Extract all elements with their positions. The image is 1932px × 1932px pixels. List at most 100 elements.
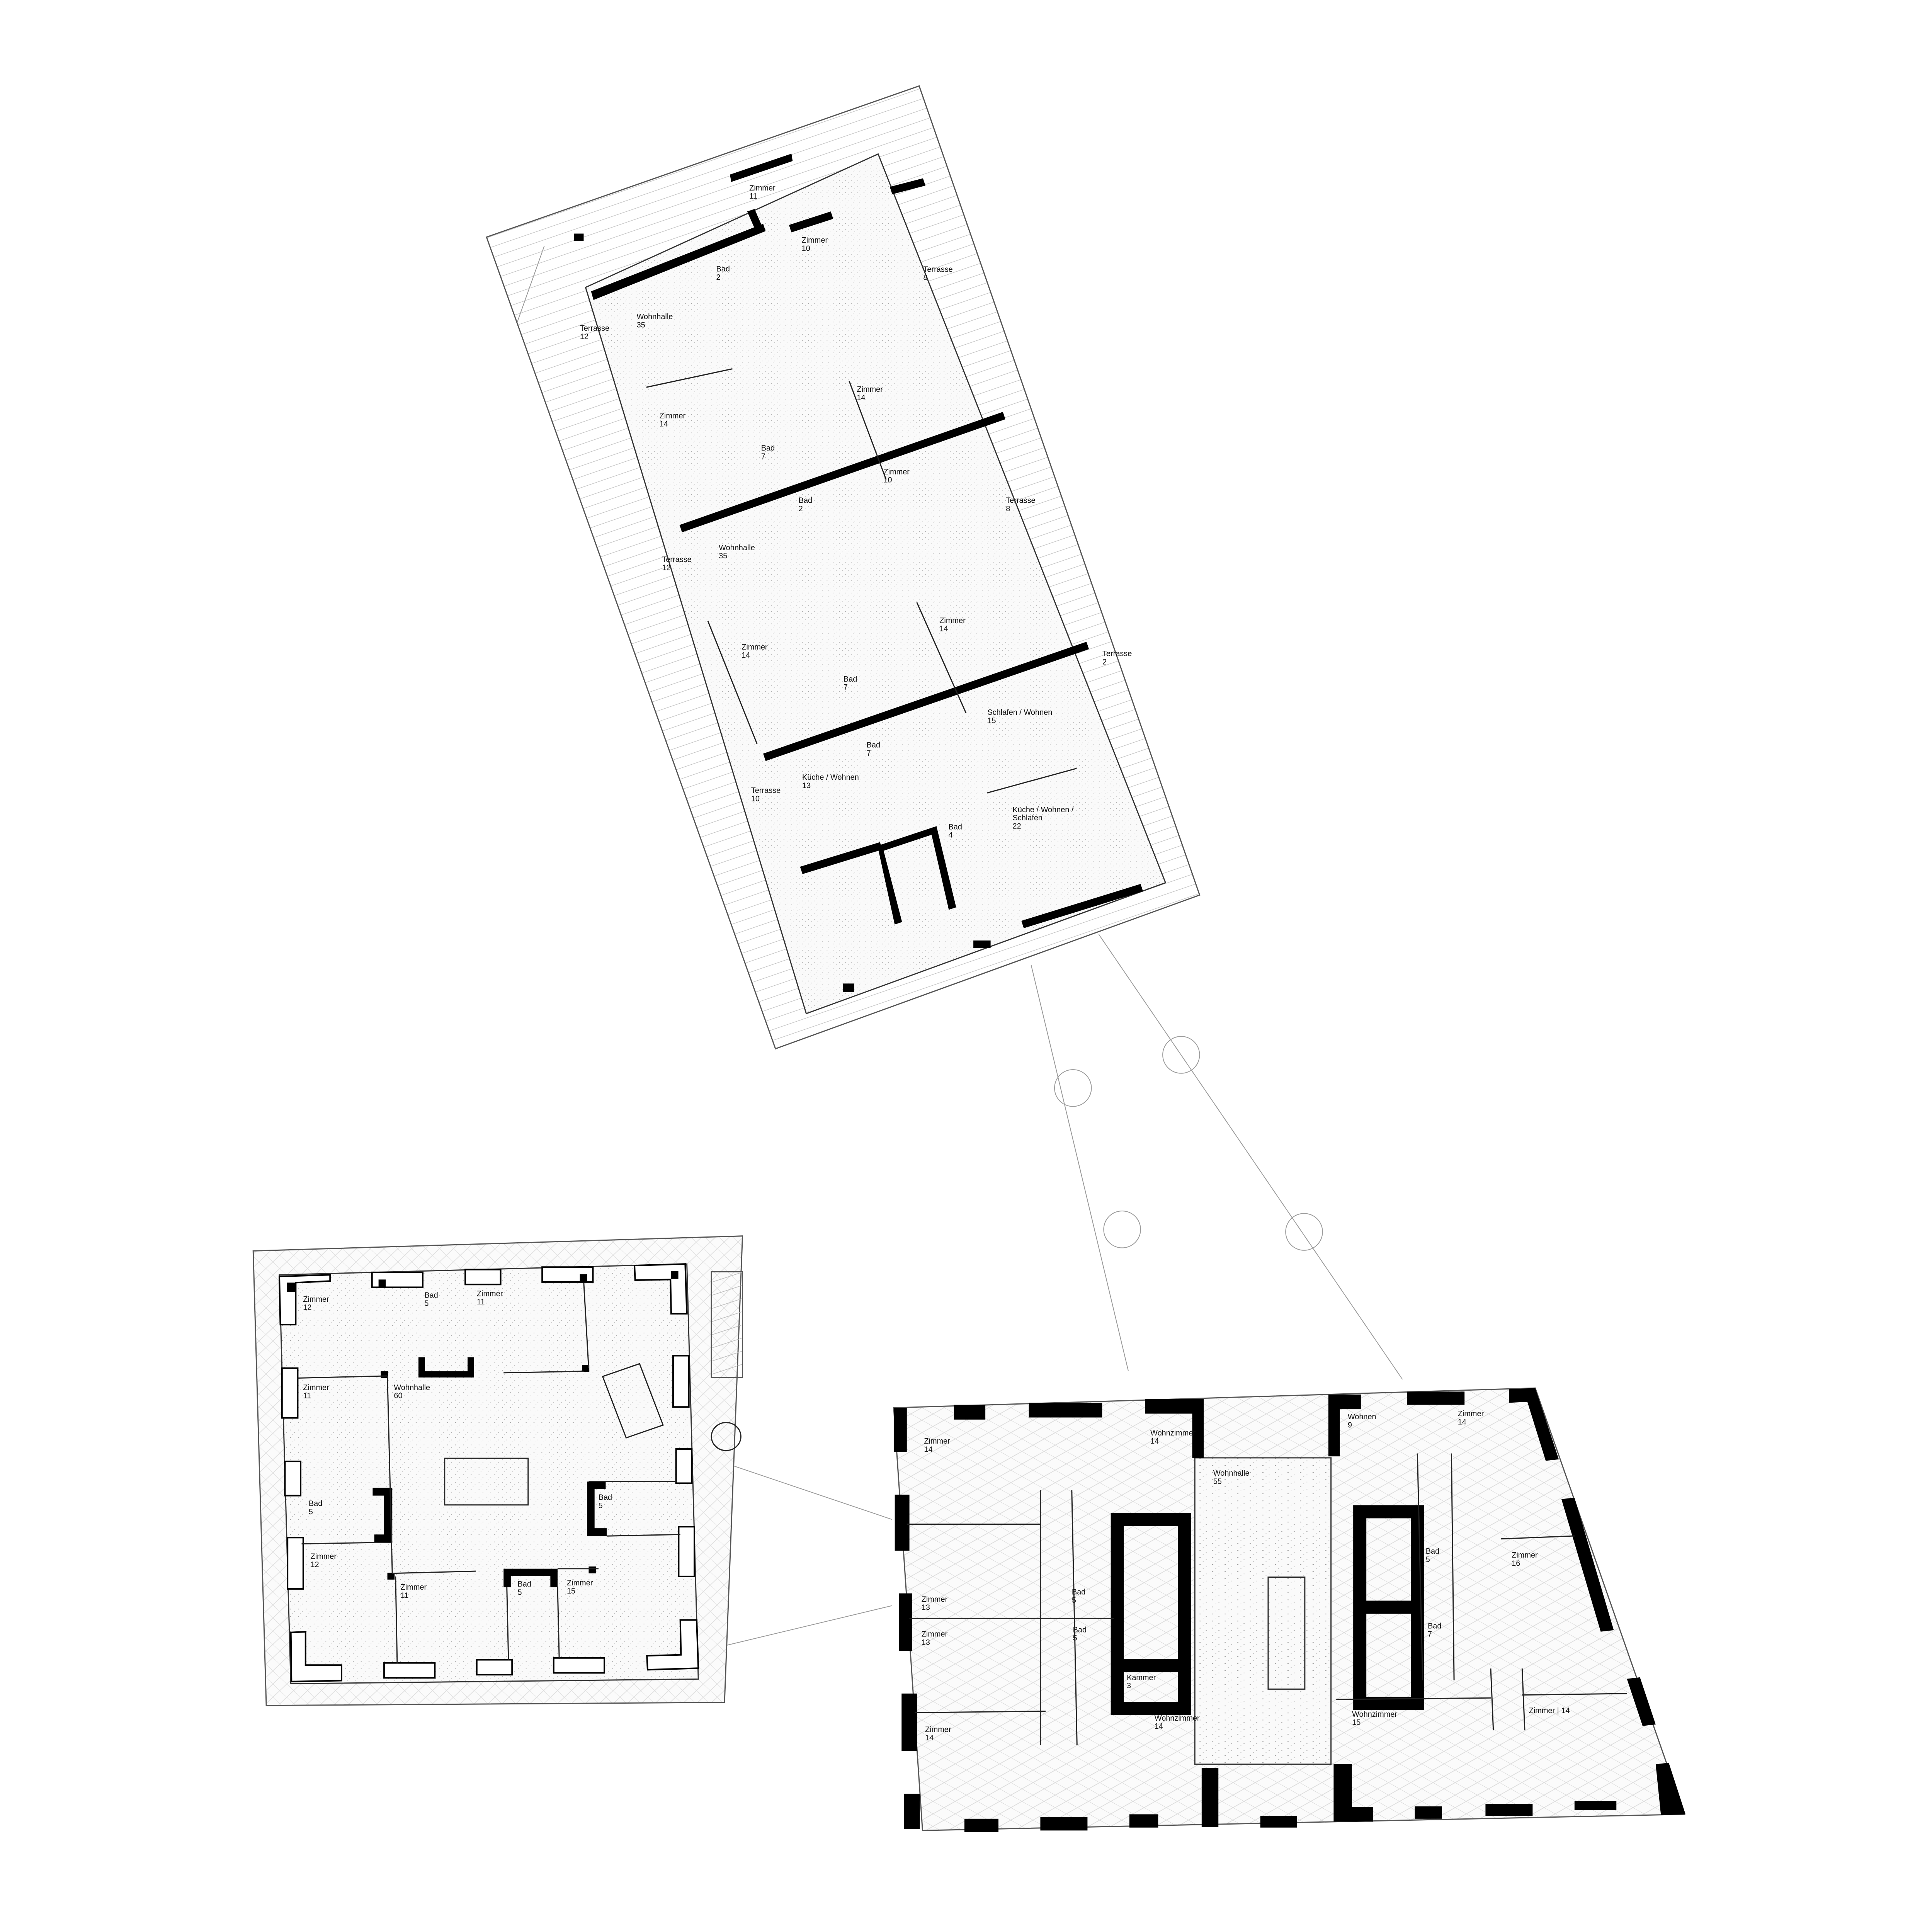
- wall: [285, 1461, 301, 1496]
- wall: [465, 1270, 500, 1285]
- facade-pier: [1328, 1395, 1361, 1457]
- room-area: 12: [303, 1303, 311, 1312]
- room-name: Bad: [1428, 1622, 1441, 1630]
- wall: [554, 1658, 604, 1673]
- room-name: Küche / Wohnen /: [1013, 806, 1074, 814]
- room-name: Bad: [799, 497, 812, 505]
- corner-wall: [647, 1620, 698, 1670]
- room-area: 10: [802, 244, 810, 253]
- bathroom-wall: [372, 1488, 393, 1543]
- room-area: 2: [799, 505, 803, 513]
- room-name: Zimmer: [477, 1289, 503, 1298]
- room-area: 14: [924, 1445, 932, 1454]
- room-area: 9: [1348, 1421, 1352, 1429]
- column: [378, 1279, 386, 1287]
- wall: [708, 621, 757, 744]
- facade-pier: [1509, 1388, 1559, 1461]
- wall: [730, 153, 793, 182]
- room-area: 13: [802, 781, 811, 790]
- wall: [1501, 1536, 1575, 1539]
- room-area: 14: [925, 1734, 934, 1742]
- facade-pier: [893, 1408, 907, 1452]
- room-area: 60: [394, 1392, 402, 1400]
- wall: [384, 1663, 435, 1678]
- column: [574, 233, 584, 241]
- wall: [987, 769, 1077, 793]
- wall: [1417, 1453, 1423, 1680]
- room-name: Wohnhalle: [394, 1383, 430, 1392]
- facade-pier: [1485, 1804, 1533, 1816]
- room-name: Zimmer: [567, 1579, 593, 1587]
- bathroom-wall: [503, 1568, 558, 1588]
- room-name: Bad: [517, 1580, 531, 1588]
- wall: [607, 1534, 680, 1536]
- room-area: 3: [1127, 1682, 1131, 1690]
- room-area: 55: [1213, 1477, 1222, 1486]
- room-area: 16: [1512, 1559, 1520, 1568]
- room-area: 14: [939, 625, 948, 633]
- room-area: 35: [719, 552, 727, 560]
- facade-pier: [1129, 1814, 1158, 1828]
- facade-pier: [1561, 1497, 1614, 1632]
- room-area: 11: [401, 1591, 409, 1600]
- wall: [507, 1587, 509, 1660]
- bathroom-wall: [418, 1357, 474, 1378]
- wall: [676, 1449, 692, 1483]
- facade-pier: [901, 1693, 917, 1751]
- room-name: Zimmer: [660, 412, 686, 420]
- room-name: Zimmer | 14: [1529, 1707, 1570, 1715]
- room-area: 14: [742, 651, 750, 660]
- room-name: Terrasse: [580, 324, 609, 333]
- room-name: Wohnen: [1348, 1413, 1376, 1421]
- column: [582, 1365, 590, 1372]
- room-name: Bad: [1072, 1588, 1085, 1597]
- wall: [889, 178, 926, 194]
- room-name: Wohnhalle: [1213, 1469, 1250, 1478]
- room-name: Schlafen / Wohnen: [987, 708, 1052, 717]
- room-name: Zimmer: [742, 643, 768, 651]
- room-name: Zimmer: [883, 468, 910, 476]
- facade-pier: [964, 1818, 998, 1832]
- wall: [503, 1371, 584, 1373]
- room-name: Terrasse: [751, 786, 781, 795]
- room-area: 11: [749, 192, 757, 201]
- wall: [558, 1587, 559, 1659]
- room-area: 13: [922, 1638, 930, 1647]
- room-name: Zimmer: [925, 1726, 951, 1734]
- room-area: 11: [477, 1298, 485, 1306]
- column: [287, 1282, 295, 1292]
- room-area: 5: [1073, 1634, 1077, 1643]
- room-area: 5: [1426, 1555, 1430, 1564]
- room-name: Zimmer: [401, 1583, 427, 1592]
- room-name: Bad: [844, 675, 857, 684]
- wall: [646, 369, 733, 388]
- room-area: 35: [637, 321, 645, 329]
- living-hall-floor: [1195, 1458, 1331, 1764]
- facade-pier: [1627, 1677, 1656, 1726]
- room-area: 13: [922, 1604, 930, 1612]
- facade-pier: [1574, 1801, 1617, 1810]
- wall: [747, 209, 764, 231]
- facade-pier: [1260, 1816, 1297, 1828]
- wall: [917, 602, 966, 713]
- facade-pier: [899, 1593, 912, 1651]
- room-name: Wohnhalle: [719, 544, 755, 552]
- facade-pier: [1415, 1806, 1442, 1819]
- room-name: Zimmer: [802, 236, 828, 245]
- facade-pier: [954, 1405, 986, 1420]
- room-name: Zimmer: [939, 616, 966, 625]
- room-area: 14: [1458, 1418, 1466, 1426]
- facade-pier: [904, 1794, 920, 1829]
- room-area: 5: [1072, 1596, 1076, 1605]
- wall: [392, 1571, 476, 1573]
- facade-pier: [895, 1495, 910, 1551]
- room-name: Zimmer: [303, 1295, 329, 1304]
- room-area: 2: [1102, 658, 1107, 666]
- room-area: 4: [949, 831, 953, 840]
- wall: [282, 1368, 298, 1418]
